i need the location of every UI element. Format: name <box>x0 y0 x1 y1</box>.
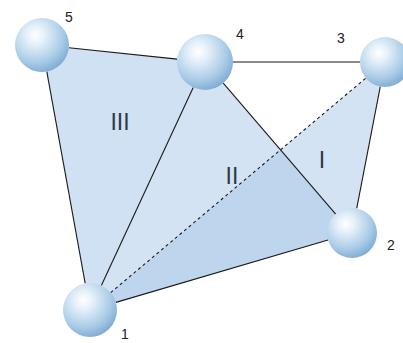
callout-number: 4 <box>236 26 244 42</box>
atom-sphere: 5 <box>15 18 69 72</box>
face-label: III <box>110 109 129 136</box>
bond-line <box>116 240 328 302</box>
callout-number: 2 <box>387 237 395 253</box>
callout-number: 5 <box>65 9 73 25</box>
callout-number: 1 <box>121 326 129 342</box>
atom-sphere: 3 <box>360 37 403 87</box>
face-i <box>90 62 385 310</box>
face-label: II <box>226 163 239 190</box>
bond-line <box>223 83 335 214</box>
bond-line <box>47 72 85 284</box>
bond-line <box>111 78 366 293</box>
bond-line <box>233 61 360 62</box>
face-label: I <box>319 147 325 174</box>
bond-line <box>101 87 193 285</box>
bond-line <box>357 87 381 209</box>
atom-sphere: 4 <box>177 34 233 90</box>
callout-number: 3 <box>337 30 345 46</box>
atom-sphere: 2 <box>327 208 377 258</box>
bond-line <box>69 48 177 59</box>
atom-sphere: 1 <box>63 283 117 337</box>
